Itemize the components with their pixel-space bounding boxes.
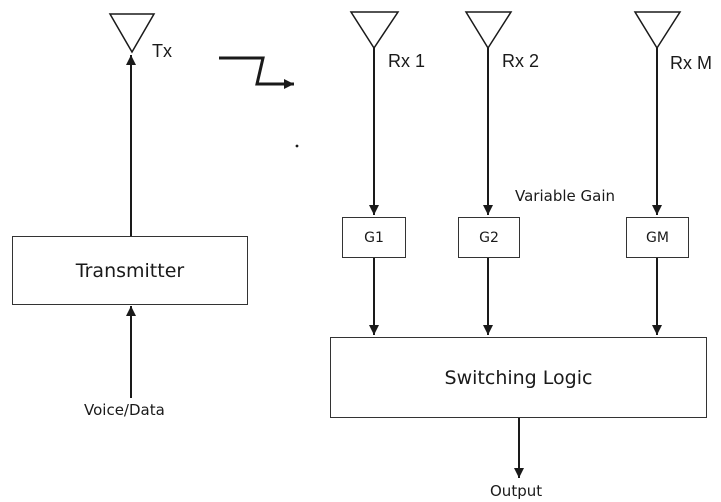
rx2-antenna-icon [464, 11, 513, 50]
stray-dot [295, 144, 299, 148]
rx2-label: Rx 2 [502, 51, 540, 71]
switching-logic-block: Switching Logic [330, 337, 707, 418]
transmitter-label: Transmitter [75, 259, 185, 282]
rxm-label: Rx M [670, 53, 712, 73]
voice-data-label: Voice/Data [84, 401, 165, 419]
tx-antenna-icon [108, 13, 156, 54]
transmitter-block: Transmitter [12, 236, 248, 305]
gain-label-gm: GM [646, 229, 669, 246]
variable-gain-label: Variable Gain [515, 187, 615, 205]
gain-block-gm: GM [626, 217, 689, 258]
gain-block-g1: G1 [342, 217, 406, 258]
gain-label-g2: G2 [479, 229, 499, 246]
rx1-label: Rx 1 [388, 51, 426, 71]
rxm-antenna-icon [633, 11, 682, 50]
gain-label-g1: G1 [364, 229, 384, 246]
wireless-link-icon [219, 56, 294, 89]
tx-antenna-label: Tx [152, 41, 172, 61]
rx1-antenna-icon [349, 11, 400, 50]
output-label: Output [490, 482, 543, 500]
switching-logic-label: Switching Logic [444, 366, 593, 389]
gain-block-g2: G2 [458, 217, 520, 258]
